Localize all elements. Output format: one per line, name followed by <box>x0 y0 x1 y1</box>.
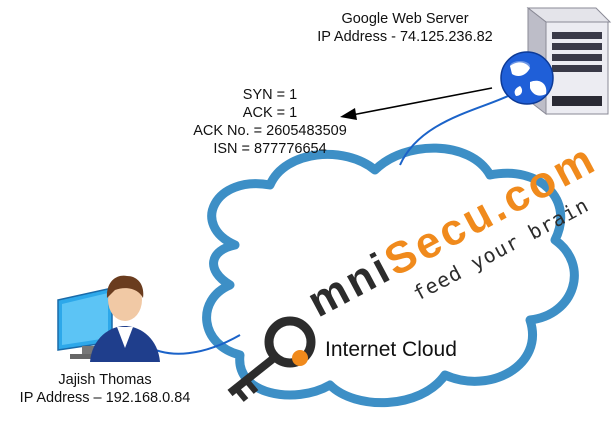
key-logo-icon <box>227 316 316 402</box>
ack-flag: ACK = 1 <box>242 105 298 121</box>
packet-fields: SYN = 1 ACK = 1 ACK No. = 2605483509 ISN… <box>170 86 370 158</box>
syn-flag: SYN = 1 <box>242 87 298 103</box>
server-name: Google Web Server <box>341 11 469 27</box>
syn-ack-arrow <box>340 87 493 120</box>
client-label: Jajish Thomas IP Address – 192.168.0.84 <box>0 371 210 407</box>
server-label: Google Web Server IP Address - 74.125.23… <box>300 10 510 46</box>
client-ip: IP Address – 192.168.0.84 <box>19 390 191 406</box>
client-name: Jajish Thomas <box>58 372 152 388</box>
cloud-label: Internet Cloud <box>325 338 457 361</box>
server-ip: IP Address - 74.125.236.82 <box>317 29 493 45</box>
user-computer-icon <box>57 275 160 362</box>
initial-sequence-number: ISN = 877776654 <box>213 141 327 157</box>
server-globe-icon <box>500 6 612 116</box>
ack-number: ACK No. = 2605483509 <box>193 123 347 139</box>
server-link-line <box>399 94 511 166</box>
internet-cloud <box>202 143 579 408</box>
